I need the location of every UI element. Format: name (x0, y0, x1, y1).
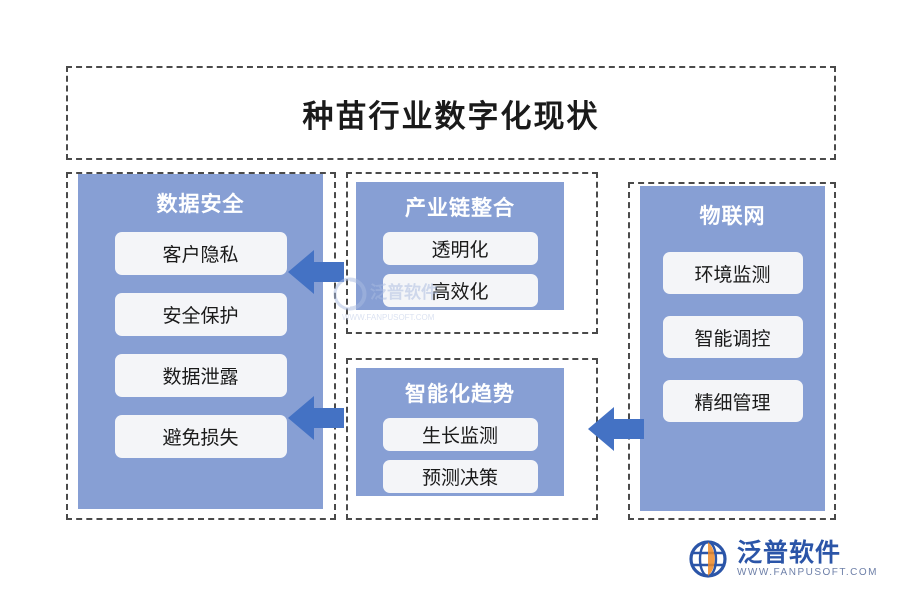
panel-iot: 物联网 环境监测 智能调控 精细管理 (640, 186, 825, 511)
chip-security-2: 数据泄露 (114, 354, 287, 397)
arrow-left-icon-chain-to-security (288, 250, 344, 294)
globe-icon (689, 540, 727, 578)
panel-heading-data-security: 数据安全 (156, 192, 245, 216)
chip-ai-0: 生长监测 (382, 418, 538, 451)
chip-iot-1: 智能调控 (662, 316, 803, 358)
brand-watermark-text: 泛普软件 WWW.FANPUSOFT.COM (736, 538, 878, 579)
panel-heading-iot: 物联网 (699, 204, 766, 228)
chip-security-0: 客户隐私 (114, 232, 287, 275)
chip-security-1: 安全保护 (114, 293, 287, 336)
group-outline-data-security (66, 172, 336, 520)
group-outline-industry-chain (346, 172, 598, 334)
group-outline-iot (628, 182, 836, 520)
panel-heading-intelligence-trend: 智能化趋势 (405, 382, 515, 406)
group-outline-intelligence-trend (346, 358, 598, 520)
panel-industry-chain: 产业链整合 透明化 高效化 (356, 182, 564, 310)
chip-chain-0: 透明化 (382, 232, 538, 265)
page-title: 种苗行业数字化现状 (302, 98, 600, 134)
brand-name-cn: 泛普软件 (736, 538, 841, 567)
panel-data-security: 数据安全 客户隐私 安全保护 数据泄露 避免损失 (78, 174, 323, 509)
chip-chain-1: 高效化 (382, 274, 538, 307)
title-container: 种苗行业数字化现状 (66, 66, 836, 160)
chip-security-3: 避免损失 (114, 415, 287, 458)
chip-iot-0: 环境监测 (662, 252, 803, 294)
panel-heading-industry-chain: 产业链整合 (405, 196, 515, 220)
chip-iot-2: 精细管理 (662, 380, 803, 422)
arrow-left-icon-iot-to-ai (588, 407, 644, 451)
brand-name-en: WWW.FANPUSOFT.COM (736, 567, 878, 579)
panel-intelligence-trend: 智能化趋势 生长监测 预测决策 (356, 368, 564, 496)
brand-watermark: 泛普软件 WWW.FANPUSOFT.COM (687, 538, 878, 580)
arrow-left-icon-ai-to-security (288, 396, 344, 440)
chip-ai-1: 预测决策 (382, 460, 538, 493)
